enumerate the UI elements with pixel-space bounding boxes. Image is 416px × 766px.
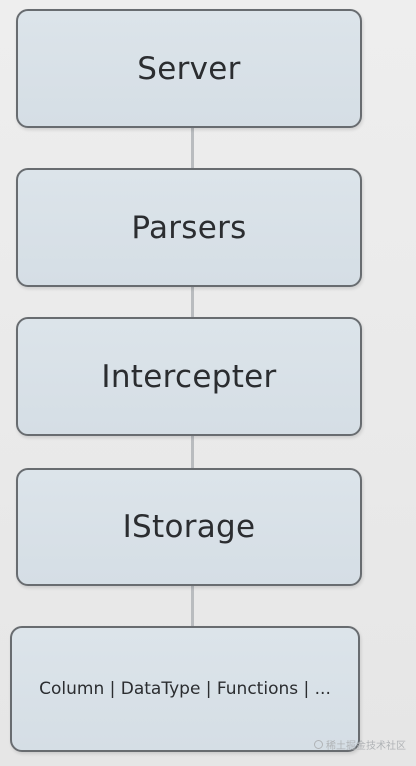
connector-server-parsers bbox=[191, 128, 194, 168]
watermark-text: 稀土掘金技术社区 bbox=[326, 741, 406, 752]
column-datatype-functions-box: Column | DataType | Functions | ... bbox=[10, 626, 360, 752]
column-datatype-functions-label: Column | DataType | Functions | ... bbox=[39, 679, 331, 699]
connector-istorage-columns bbox=[191, 586, 194, 626]
server-layer-box: Server bbox=[16, 9, 362, 128]
parsers-layer-label: Parsers bbox=[131, 209, 247, 246]
parsers-layer-box: Parsers bbox=[16, 168, 362, 287]
istorage-layer-label: IStorage bbox=[122, 509, 256, 545]
server-layer-label: Server bbox=[137, 50, 241, 87]
intercepter-layer-box: Intercepter bbox=[16, 317, 362, 436]
intercepter-layer-label: Intercepter bbox=[101, 358, 277, 395]
at-circle-icon bbox=[314, 740, 323, 749]
connector-intercepter-istorage bbox=[191, 436, 194, 468]
connector-parsers-intercepter bbox=[191, 287, 194, 317]
watermark: 稀土掘金技术社区 bbox=[314, 737, 406, 752]
istorage-layer-box: IStorage bbox=[16, 468, 362, 586]
